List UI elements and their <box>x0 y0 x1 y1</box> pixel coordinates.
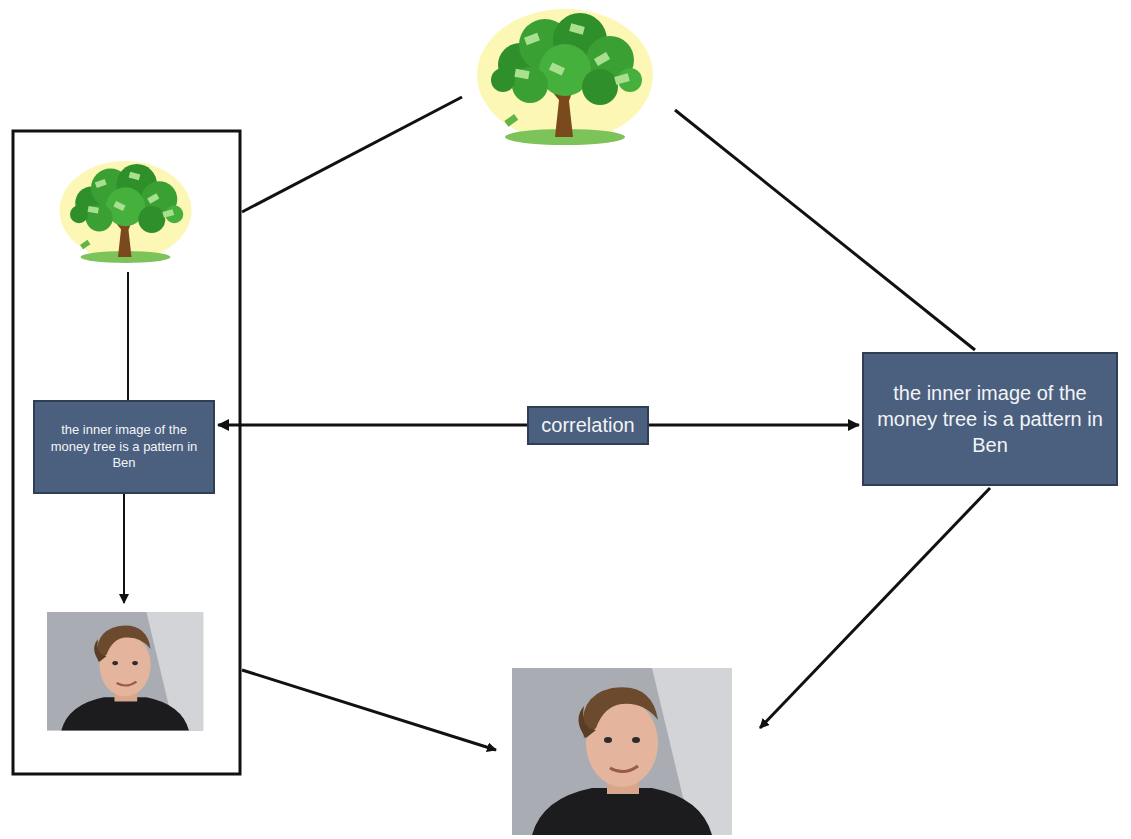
link-line <box>127 272 129 400</box>
link-line <box>242 97 462 212</box>
link-line <box>675 110 975 350</box>
text-box: the inner image of the money tree is a p… <box>862 352 1118 486</box>
link-arrow <box>760 488 990 728</box>
portrait-photo <box>47 612 203 731</box>
box-text: the inner image of the money tree is a p… <box>876 380 1104 458</box>
money-tree <box>60 161 192 263</box>
text-box: the inner image of the money tree is a p… <box>33 400 215 494</box>
link-arrow <box>242 670 496 750</box>
link-arrow <box>123 494 125 603</box>
portrait-photo <box>512 668 732 835</box>
edge-label: correlation <box>527 406 648 445</box>
group-frame <box>13 131 240 774</box>
money-tree <box>477 9 653 145</box>
box-text: the inner image of the money tree is a p… <box>43 422 205 473</box>
